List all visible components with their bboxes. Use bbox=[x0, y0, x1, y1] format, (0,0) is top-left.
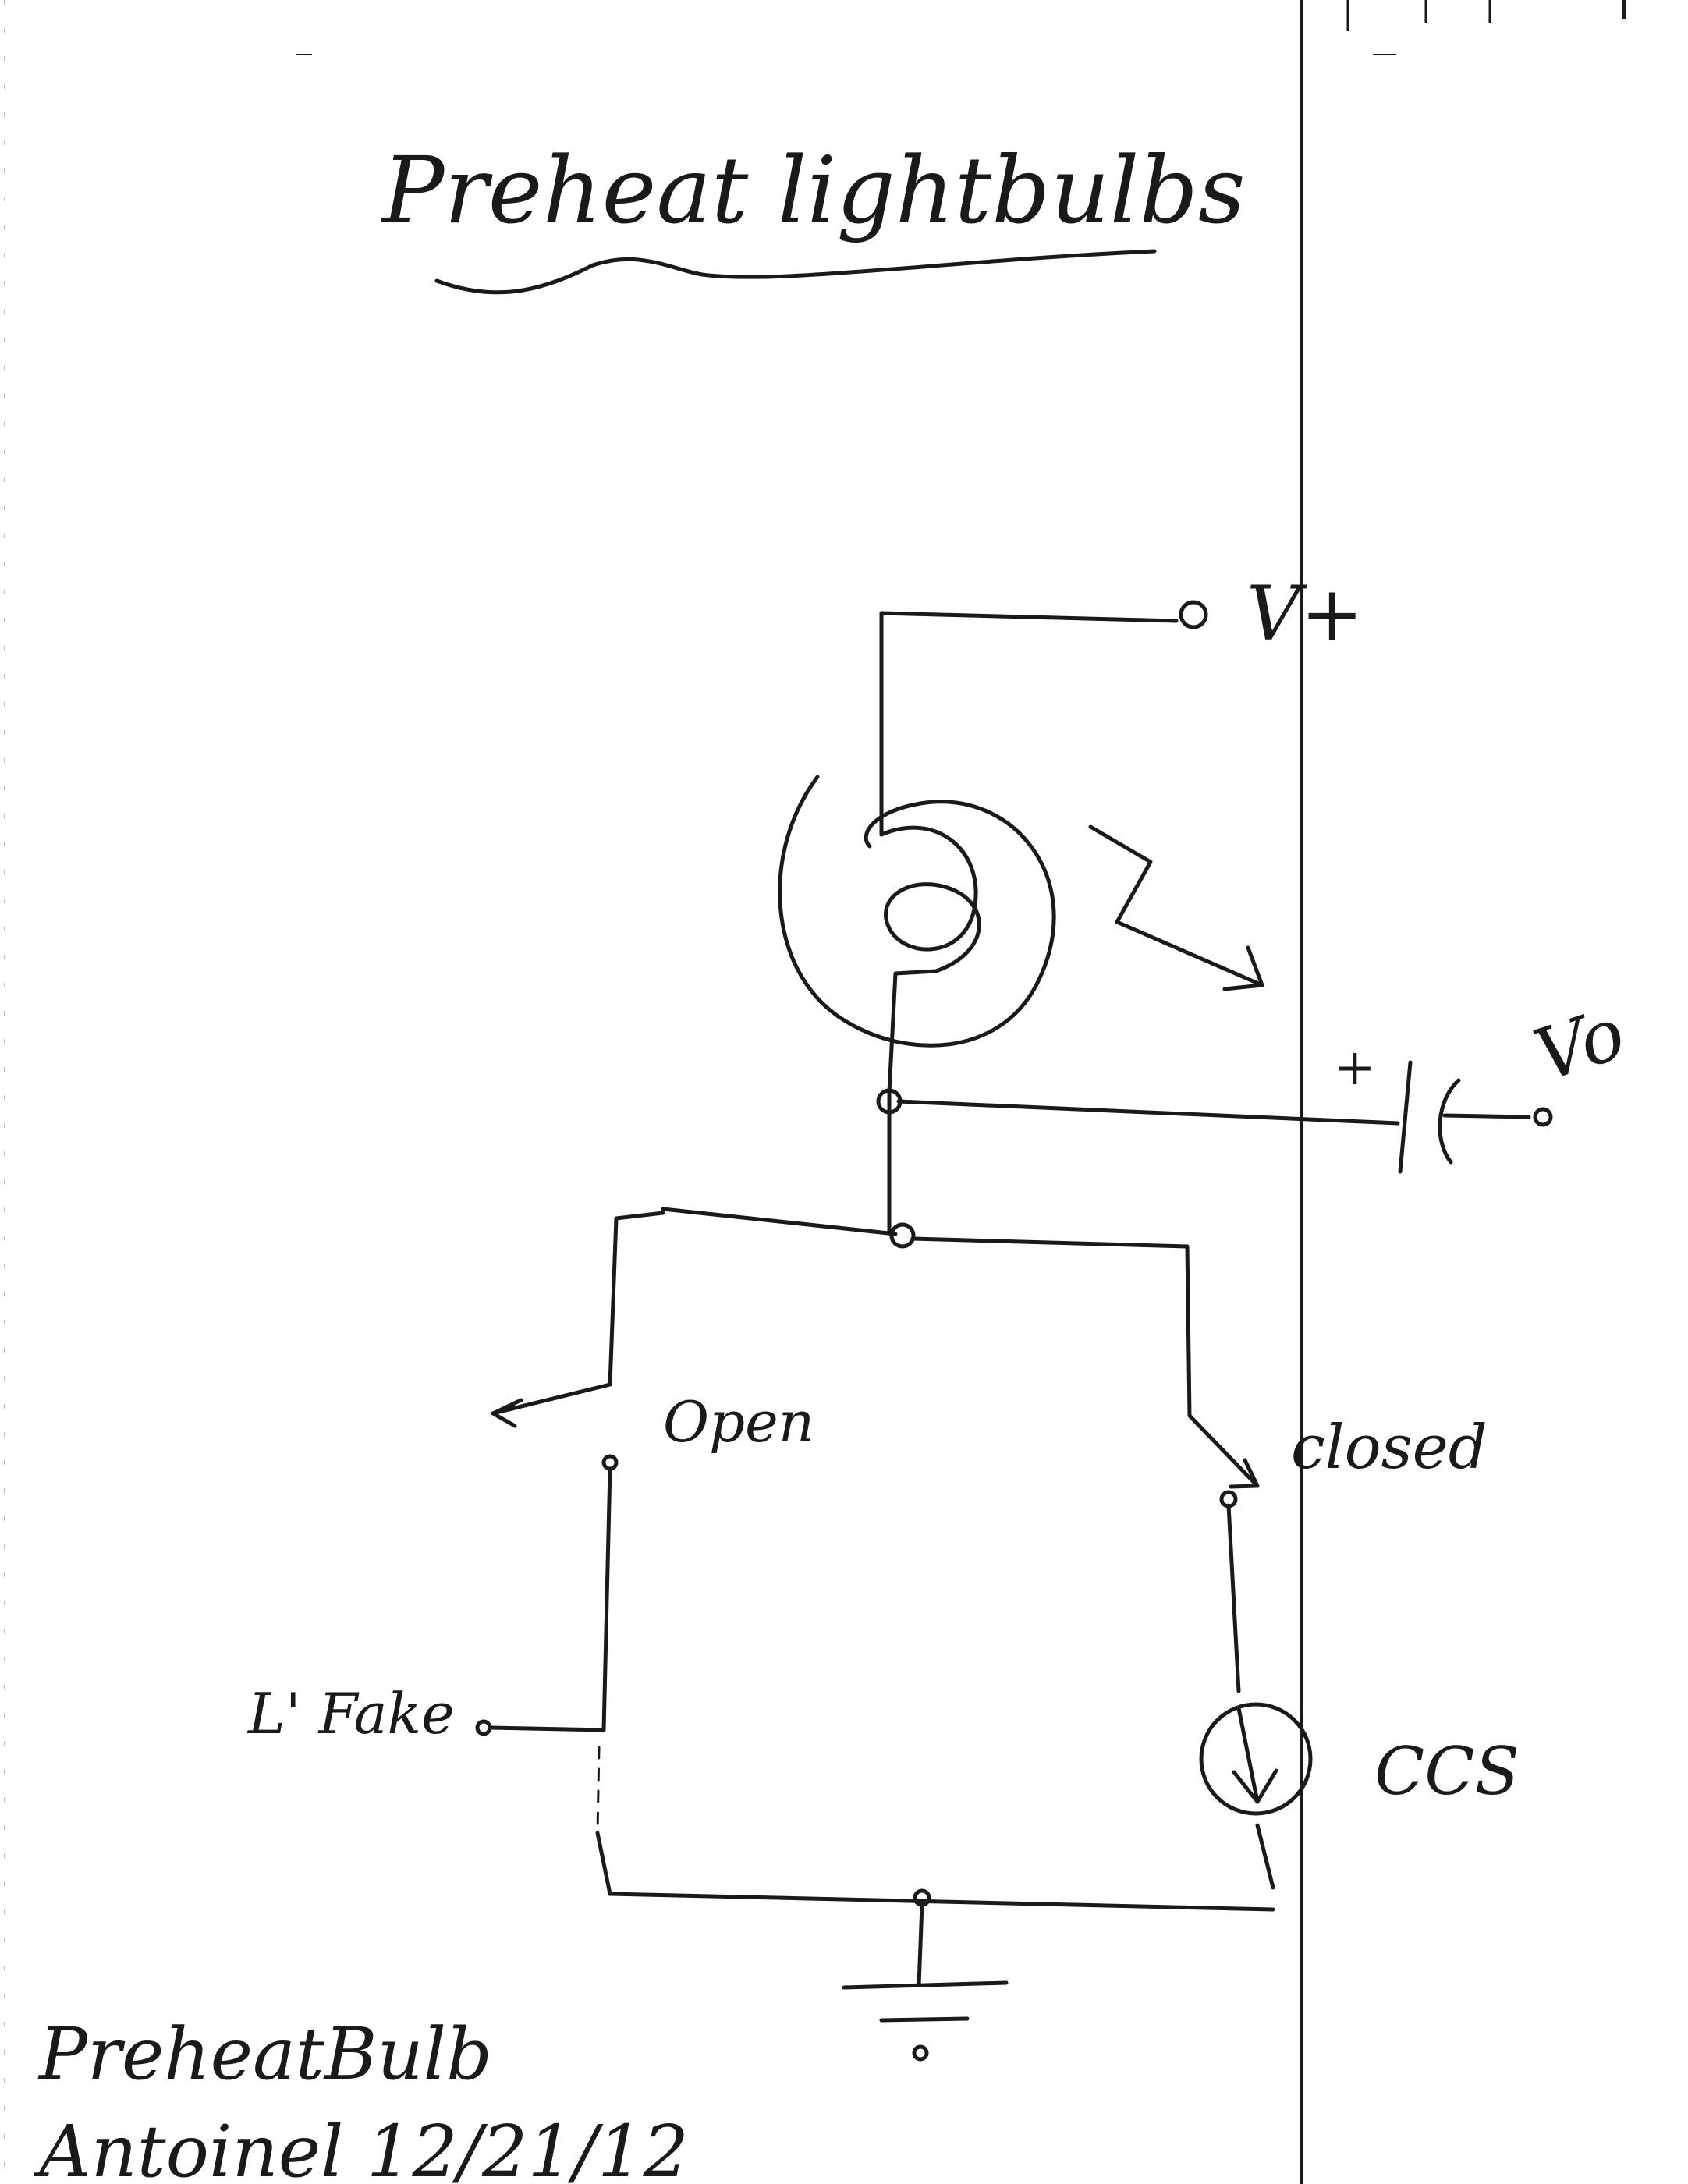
switch-open-arm bbox=[491, 1216, 619, 1471]
lightbulb-icon bbox=[778, 717, 1056, 1094]
signature-line-1: PreheatBulb bbox=[37, 2012, 492, 2096]
switch-closed-label: closed bbox=[1291, 1413, 1488, 1483]
fake-load-label: L' Fake bbox=[246, 1681, 455, 1746]
page-title: Preheat lightbulbs bbox=[381, 136, 1246, 244]
capacitor-plus-label: + bbox=[1334, 1039, 1376, 1097]
capacitor-icon bbox=[1398, 1060, 1553, 1174]
top-right-scan-marks bbox=[296, 0, 1626, 55]
light-emission-arrow bbox=[1088, 824, 1264, 991]
output-label: Vo bbox=[1525, 991, 1635, 1098]
ground-rail bbox=[608, 1888, 1275, 1987]
current-source-icon bbox=[1199, 1702, 1313, 1816]
supply-label: V+ bbox=[1246, 570, 1364, 658]
signature-line-2: Antoinel 12/21/12 bbox=[33, 2110, 689, 2184]
switch-open-label: Open bbox=[663, 1389, 814, 1455]
title-underline bbox=[434, 249, 1157, 295]
ccs-branch bbox=[1226, 1503, 1275, 1890]
switch-closed-arm bbox=[1185, 1244, 1260, 1509]
switch-junction bbox=[614, 1207, 1190, 1249]
ground-icon bbox=[842, 1980, 1009, 2062]
current-source-label: CCS bbox=[1374, 1733, 1520, 1810]
fake-load-branch bbox=[475, 1466, 612, 1896]
supply-terminal bbox=[879, 600, 1208, 722]
output-node bbox=[876, 1088, 1400, 1233]
